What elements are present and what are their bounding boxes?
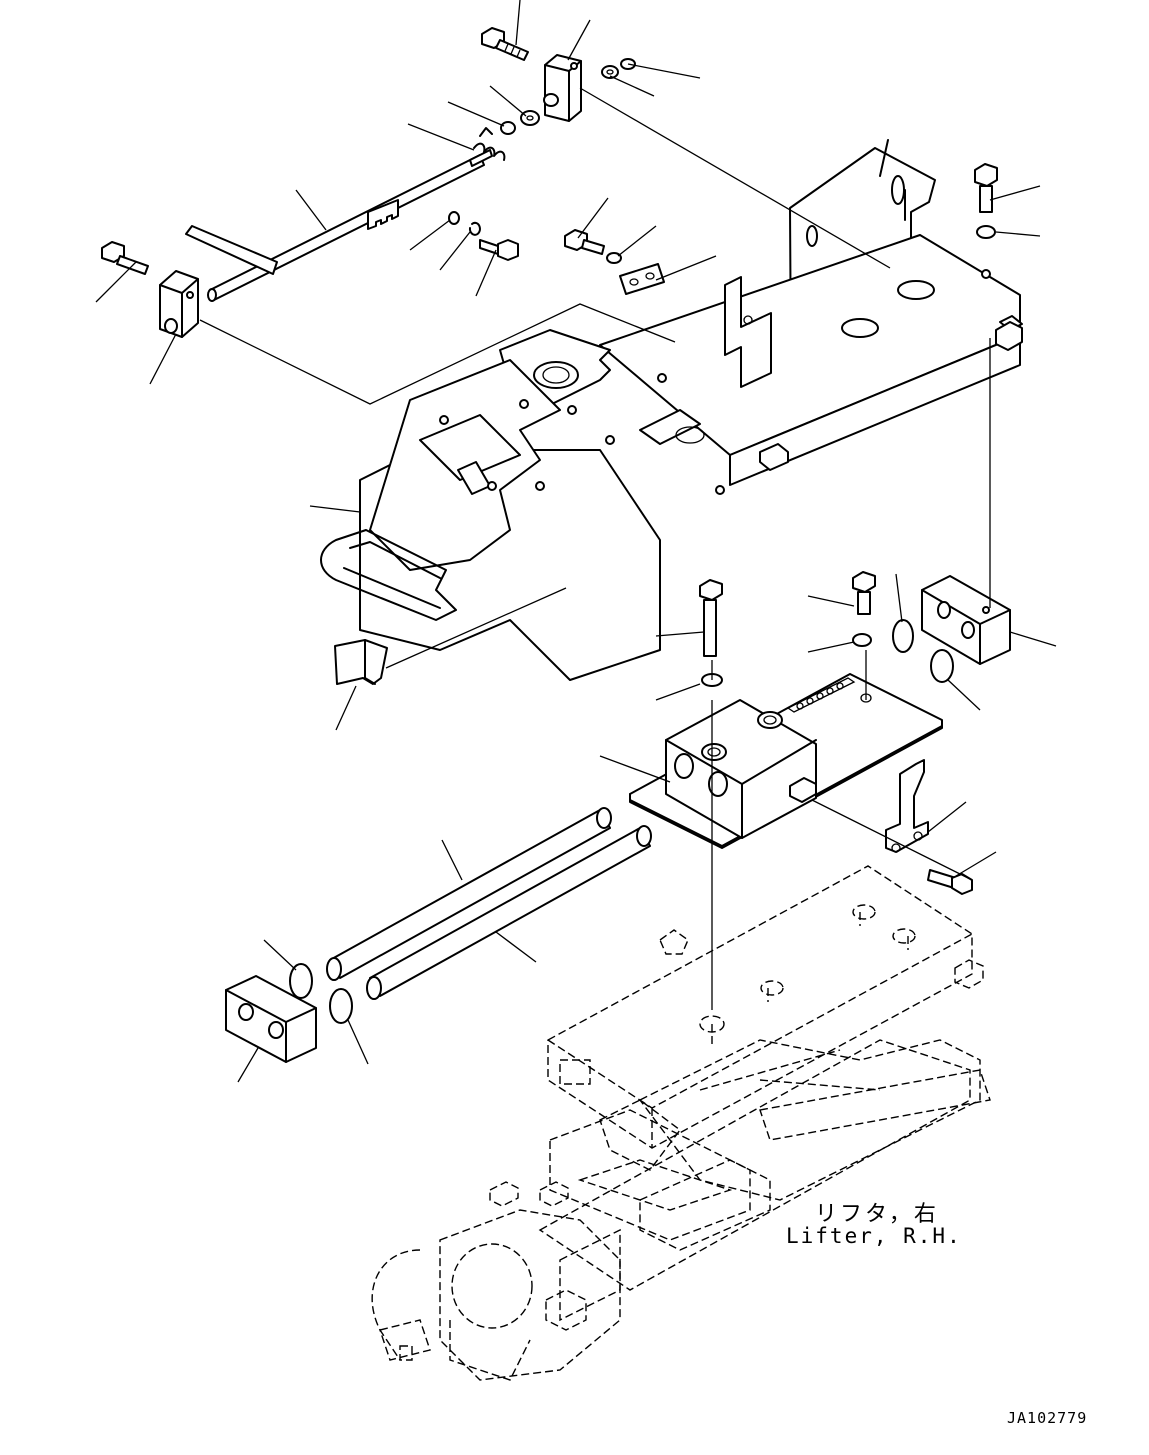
rod-bolt [479, 239, 519, 261]
slide-block [665, 699, 817, 839]
lifter-label-jp: リフタ，右 [815, 1202, 939, 1227]
right-end-block [921, 575, 1011, 665]
rack-slot [786, 677, 856, 713]
left-end-block [225, 975, 317, 1063]
guide-rod-upper [326, 807, 612, 981]
lever-rod [185, 149, 493, 302]
top-snap-ring-left [500, 121, 516, 135]
cap-part [334, 639, 388, 685]
rod-snap-ring [468, 221, 481, 236]
slot-plate [619, 263, 665, 295]
plug-cap-2 [930, 649, 954, 683]
alignment-lines [199, 87, 991, 1010]
top-bolt [481, 27, 529, 61]
guide-rod-lower [366, 825, 652, 1000]
short-bolt [852, 571, 876, 615]
rod-washer [448, 211, 460, 225]
top-washer-left [520, 110, 540, 126]
rt-bolt [974, 163, 998, 213]
side-bracket [885, 759, 929, 853]
rt-washer [976, 225, 996, 239]
drawing-code: JA102779 [1007, 1409, 1088, 1427]
lifter-assembly [371, 865, 991, 1381]
seat-frame [320, 139, 1023, 681]
left-bolt [101, 241, 149, 275]
top-washer-right [601, 65, 619, 79]
plug-cap-1 [892, 619, 914, 653]
rod-cap-1 [289, 963, 313, 999]
top-clamp-block [543, 54, 582, 122]
short-bolt-washer [852, 633, 872, 647]
bracket-small [724, 276, 772, 388]
left-block [159, 270, 199, 338]
rod-cap-2 [329, 988, 353, 1024]
mid-bolt [564, 229, 605, 255]
side-bracket-bolt [927, 869, 973, 895]
lifter-label-en: Lifter, R.H. [786, 1224, 962, 1248]
leader-lines [95, 0, 1057, 1083]
frame-block-right [995, 321, 1023, 351]
long-bolt [699, 579, 723, 657]
top-snap-ring [620, 58, 636, 70]
mid-washer [606, 252, 622, 264]
